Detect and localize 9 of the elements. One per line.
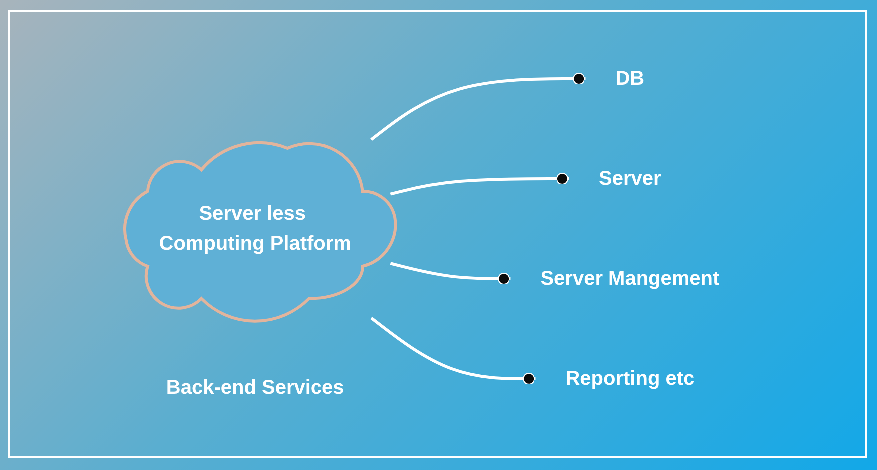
node-text: Server Mangement xyxy=(540,268,720,290)
node-text: DB xyxy=(616,68,645,90)
node-text: Back-end Services xyxy=(166,378,344,400)
node-text: Reporting etc xyxy=(566,368,695,390)
connector xyxy=(370,317,536,386)
node-text: Server xyxy=(599,168,662,190)
connector xyxy=(390,173,570,196)
connector xyxy=(390,262,511,286)
connector xyxy=(370,73,586,142)
